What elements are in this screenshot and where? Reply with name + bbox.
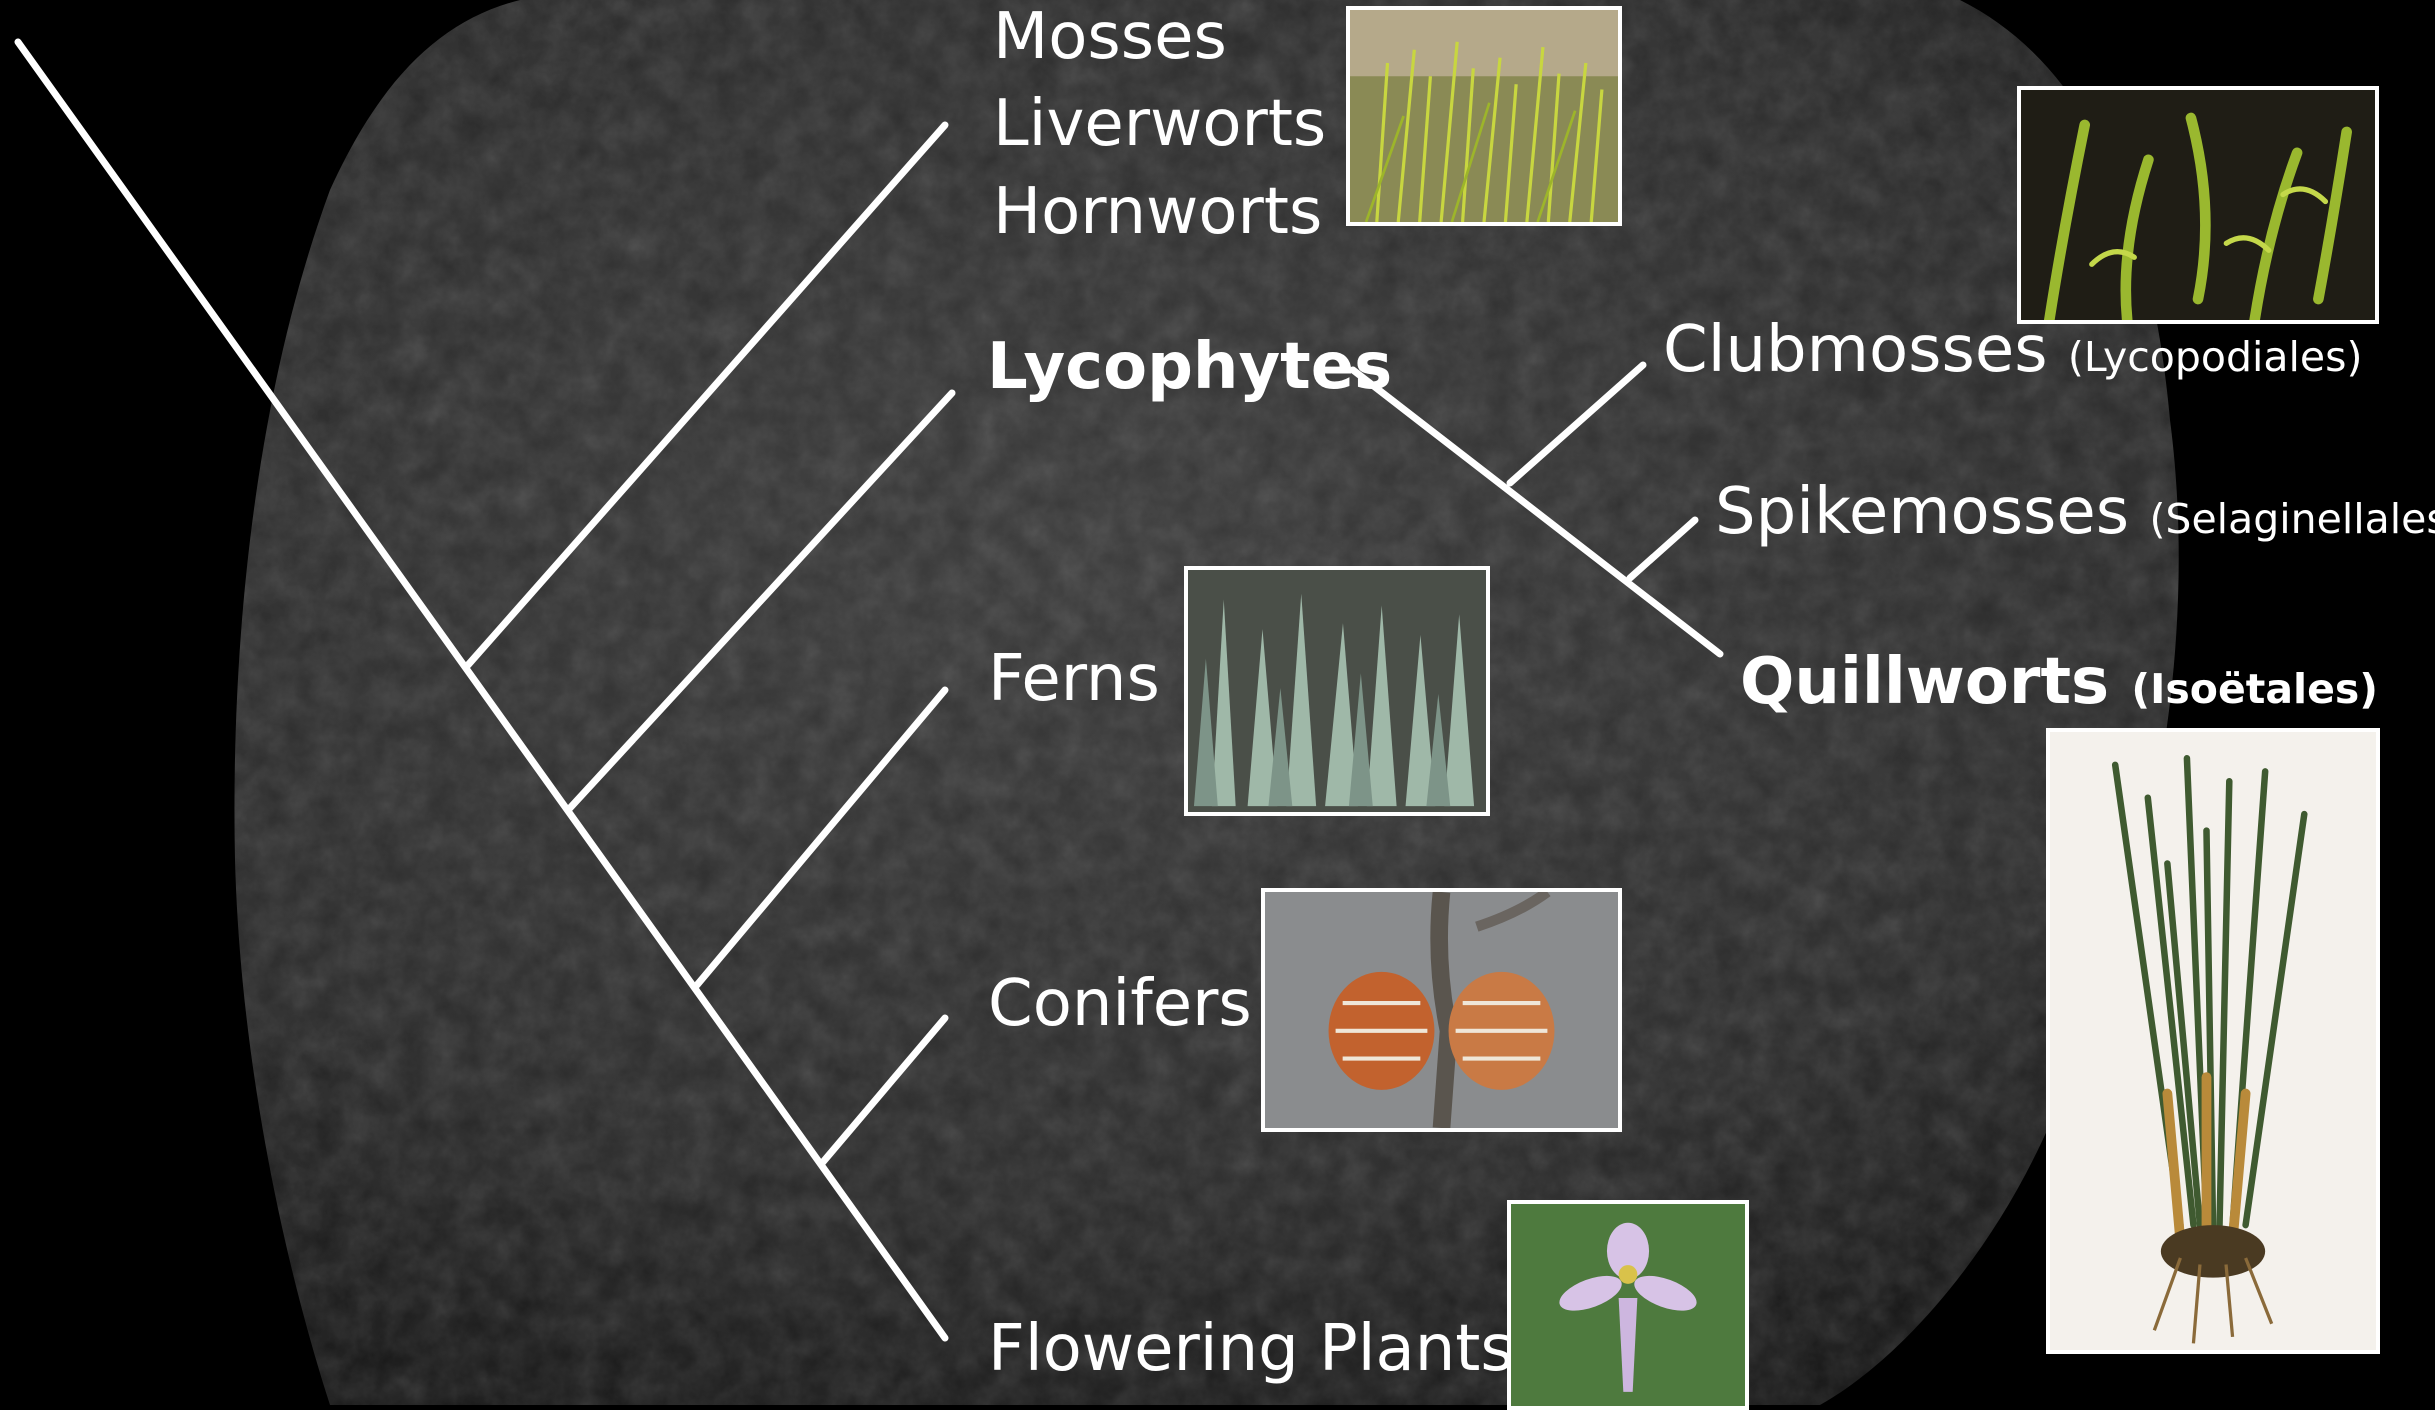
tree-trunk bbox=[18, 42, 945, 1338]
label-spikemosses: Spikemosses (Selaginellales) bbox=[1715, 480, 2435, 544]
moss-photo bbox=[1346, 6, 1622, 226]
label-clubmosses: Clubmosses (Lycopodiales) bbox=[1663, 318, 2363, 382]
clubmoss-photo bbox=[2017, 86, 2379, 324]
label-hornworts: Hornworts bbox=[993, 180, 1322, 244]
label-quillworts: Quillworts (Isoëtales) bbox=[1740, 650, 2378, 714]
spikemosses-order: (Selaginellales) bbox=[2149, 495, 2435, 543]
quillworts-name: Quillworts bbox=[1740, 645, 2109, 719]
clubmosses-order: (Lycopodiales) bbox=[2068, 333, 2363, 381]
label-conifers: Conifers bbox=[988, 972, 1252, 1036]
label-mosses: Mosses bbox=[993, 5, 1227, 69]
branch-clubmosses bbox=[1510, 365, 1643, 483]
label-lycophytes: Lycophytes bbox=[987, 335, 1392, 399]
conifer-photo bbox=[1261, 888, 1622, 1132]
clubmosses-name: Clubmosses bbox=[1663, 313, 2048, 387]
spikemosses-name: Spikemosses bbox=[1715, 475, 2129, 549]
quillwort-photo bbox=[2046, 728, 2380, 1354]
flower-photo bbox=[1507, 1200, 1749, 1410]
branch-ferns bbox=[697, 690, 945, 985]
quillworts-order: (Isoëtales) bbox=[2131, 665, 2378, 713]
branch-conifers bbox=[823, 1018, 945, 1162]
label-flowering-plants: Flowering Plants bbox=[988, 1317, 1514, 1381]
fern-photo bbox=[1184, 566, 1490, 816]
branch-bryophytes bbox=[468, 125, 945, 665]
label-ferns: Ferns bbox=[988, 647, 1160, 711]
label-liverworts: Liverworts bbox=[993, 92, 1326, 156]
branch-spikemosses bbox=[1630, 520, 1695, 578]
